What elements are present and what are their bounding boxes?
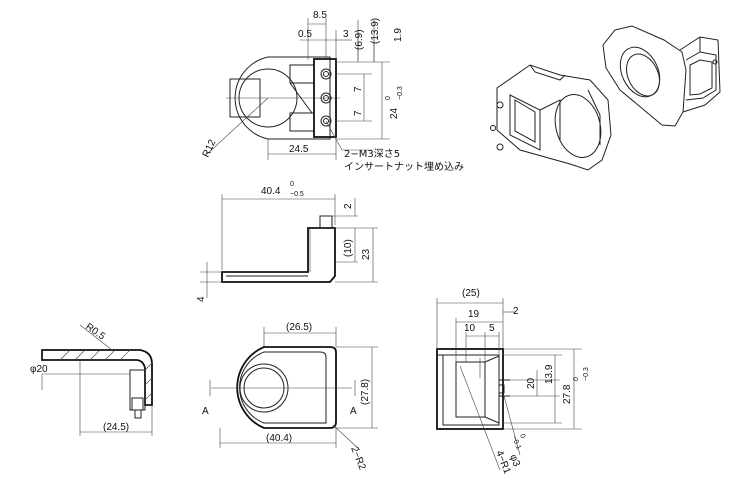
dim-24-5-top: 24.5: [289, 144, 309, 155]
dim-3: 3: [343, 29, 349, 40]
dim-10-end: 10: [464, 323, 476, 334]
note-insert-nut: インサートナット埋め込み: [344, 161, 464, 173]
section-label-a-right: A: [350, 406, 357, 417]
dim-23-side: 23: [361, 248, 372, 260]
tol-phi3-upper: 0: [518, 433, 526, 439]
dim-r12: R12: [201, 138, 219, 160]
dim-13-9: (13.9): [370, 18, 381, 44]
tol-27-8-lower: −0.3: [583, 367, 590, 381]
dim-20-end: 20: [526, 377, 537, 389]
dim-7a: 7: [353, 86, 364, 92]
tol-phi3-lower: −0.1: [510, 435, 522, 451]
dim-1-9: 1.9: [393, 28, 404, 42]
dim-2-side: 2: [343, 203, 354, 209]
tol-24-upper: 0: [385, 96, 392, 100]
dim-27-8-end: 27.8: [562, 384, 573, 404]
note-m3-depth: 2−M3深さ5: [344, 148, 400, 160]
dim-6-9: (6.9): [354, 29, 365, 50]
section-label-a-left: A: [202, 406, 209, 417]
front-view: [209, 327, 378, 451]
dim-r0-5: R0.5: [83, 321, 107, 342]
dim-2-end: 2: [513, 306, 519, 317]
dim-8-5: 8.5: [313, 10, 327, 21]
side-view: [200, 194, 378, 298]
dim-phi3: φ3: [507, 453, 522, 469]
dim-13-9-end: 13.9: [544, 364, 555, 384]
dim-27-8-front: (27.8): [360, 379, 371, 405]
isometric-view-back: [602, 25, 721, 127]
dim-7b: 7: [353, 110, 364, 116]
dim-phi20: φ20: [30, 364, 48, 375]
tol-24-lower: −0.3: [397, 86, 404, 100]
end-view: [436, 298, 582, 471]
dim-25: (25): [462, 288, 480, 299]
dim-24-5-section: (24.5): [103, 422, 129, 433]
dim-40-4-side: 40.4: [261, 186, 281, 197]
top-view: [206, 18, 390, 160]
dim-0-5: 0.5: [298, 29, 312, 40]
section-view: [41, 324, 153, 436]
tol-40-4-lower: −0.5: [290, 191, 304, 198]
dim-5-end: 5: [489, 323, 495, 334]
tol-27-8-upper: 0: [573, 377, 580, 381]
dim-19: 19: [468, 309, 480, 320]
tol-40-4-upper: 0: [290, 181, 294, 188]
dim-26-5: (26.5): [286, 322, 312, 333]
dim-24: 24: [389, 107, 400, 119]
dim-40-4-front: (40.4): [266, 433, 292, 444]
dim-4-side: 4: [196, 296, 207, 302]
isometric-view-front: [490, 64, 612, 171]
dim-10-side: (10): [343, 239, 354, 257]
dim-2-r2: 2−R2: [348, 445, 367, 472]
